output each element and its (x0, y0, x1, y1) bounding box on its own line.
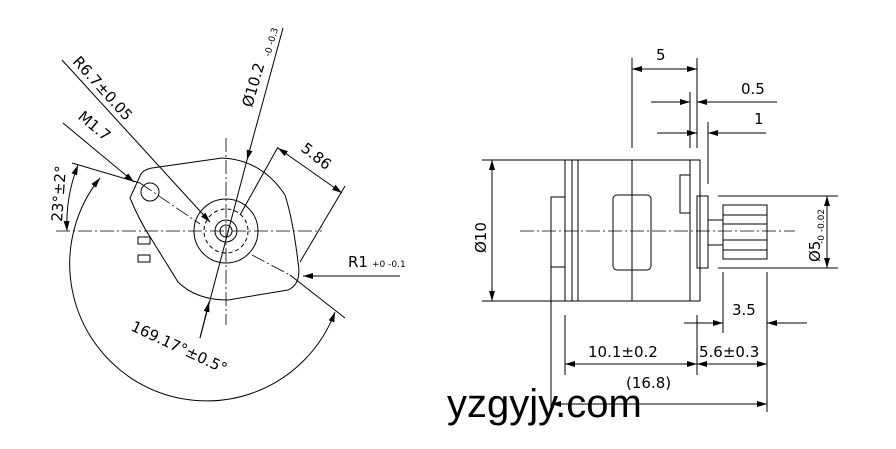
dia5-label: Ø5 (806, 241, 824, 262)
dim-168-label: (16.8) (626, 374, 671, 392)
dim-35-label: 3.5 (732, 301, 756, 319)
angle-23-label: 23°±2° (48, 165, 70, 222)
dia102-label: Ø10.2 (239, 61, 269, 109)
arc-169-label: 169.17°±0.5° (128, 317, 230, 377)
dim-586-label: 5.86 (298, 139, 335, 174)
dia10-label: Ø10 (472, 222, 490, 253)
dim-5-label: 5 (656, 46, 666, 64)
dia5-tol: -0 -0.02 (817, 209, 827, 244)
dim-1-label: 1 (754, 110, 764, 128)
front-view: R6.7±0.05 Ø10.2 -0 -0.3 M1.7 23°±2° 5.86… (48, 27, 406, 402)
side-view: Ø10 5 0.5 1 Ø5 -0 -0.02 3.5 10.1±0.2 5.6… (472, 46, 838, 412)
r1-label: R1 (348, 253, 368, 271)
dim-56-label: 5.6±0.3 (699, 343, 759, 361)
mount-flange-outline (129, 157, 300, 301)
dim-05-label: 0.5 (741, 80, 765, 98)
r1-tol: +0 -0.1 (372, 260, 406, 270)
m17-label: M1.7 (74, 107, 114, 144)
pinion (722, 204, 768, 260)
angle-arc-169 (69, 177, 336, 402)
r67-label: R6.7±0.05 (69, 53, 136, 125)
terminal-block (612, 194, 652, 271)
watermark: yzgyjy.com (447, 382, 642, 426)
dim-101-label: 10.1±0.2 (588, 343, 658, 361)
dia102-tol: -0 -0.3 (263, 27, 281, 58)
